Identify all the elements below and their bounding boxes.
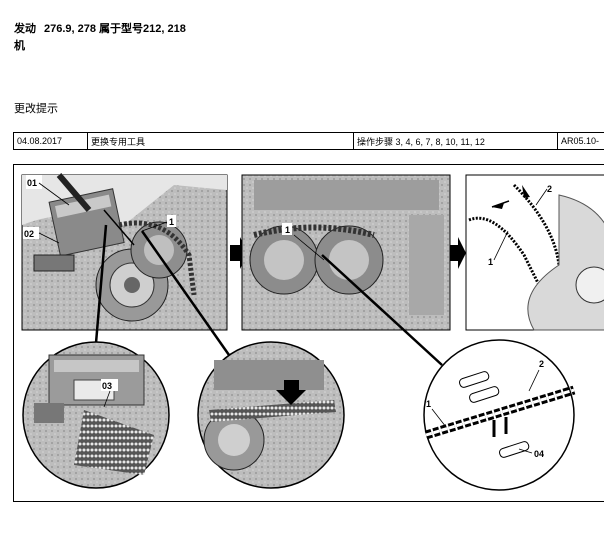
figure-drawing: 01 02 1 bbox=[21, 173, 604, 491]
callout-2-a: 2 bbox=[547, 184, 552, 194]
callout-02: 02 bbox=[24, 229, 34, 239]
arrow-right-icon bbox=[450, 237, 466, 269]
page-header: 发动 276.9, 278 属于型号212, 218 bbox=[14, 22, 186, 37]
table-row: 04.08.2017 更换专用工具 操作步骤 3, 4, 6, 7, 8, 10… bbox=[13, 132, 604, 150]
callout-03: 03 bbox=[102, 381, 112, 391]
header-model: 276.9, 278 属于型号212, 218 bbox=[44, 23, 186, 35]
callout-1-b: 1 bbox=[488, 257, 493, 267]
photo-panel-tool: 01 02 1 bbox=[21, 173, 228, 331]
photo-panel-chain bbox=[241, 174, 451, 331]
detail-circle-chain bbox=[197, 341, 345, 489]
change-info-table: 04.08.2017 更换专用工具 操作步骤 3, 4, 6, 7, 8, 10… bbox=[13, 132, 604, 150]
info-date: 04.08.2017 bbox=[13, 132, 88, 150]
tool-figure: 01 02 1 bbox=[13, 164, 604, 502]
callout-1-chain: 1 bbox=[285, 225, 290, 235]
header-action-cont: 机 bbox=[14, 40, 25, 52]
callout-1-a: 1 bbox=[169, 217, 174, 227]
detail-circle-link: 1 2 04 bbox=[423, 339, 576, 491]
callout-2-b: 2 bbox=[539, 359, 544, 369]
info-code: AR05.10- bbox=[557, 132, 604, 150]
callout-04: 04 bbox=[534, 449, 544, 459]
arrow-down-icon bbox=[276, 380, 306, 405]
header-action: 发动 bbox=[14, 23, 36, 35]
notice-title: 更改提示 bbox=[14, 103, 58, 115]
detail-circle-tool: 03 bbox=[22, 341, 170, 489]
callout-1-c: 1 bbox=[426, 399, 431, 409]
drawing-panel-chain: 2 1 bbox=[465, 174, 604, 331]
info-steps: 操作步骤 3, 4, 6, 7, 8, 10, 11, 12 bbox=[353, 132, 558, 150]
callout-01: 01 bbox=[27, 178, 37, 188]
info-description: 更换专用工具 bbox=[87, 132, 354, 150]
